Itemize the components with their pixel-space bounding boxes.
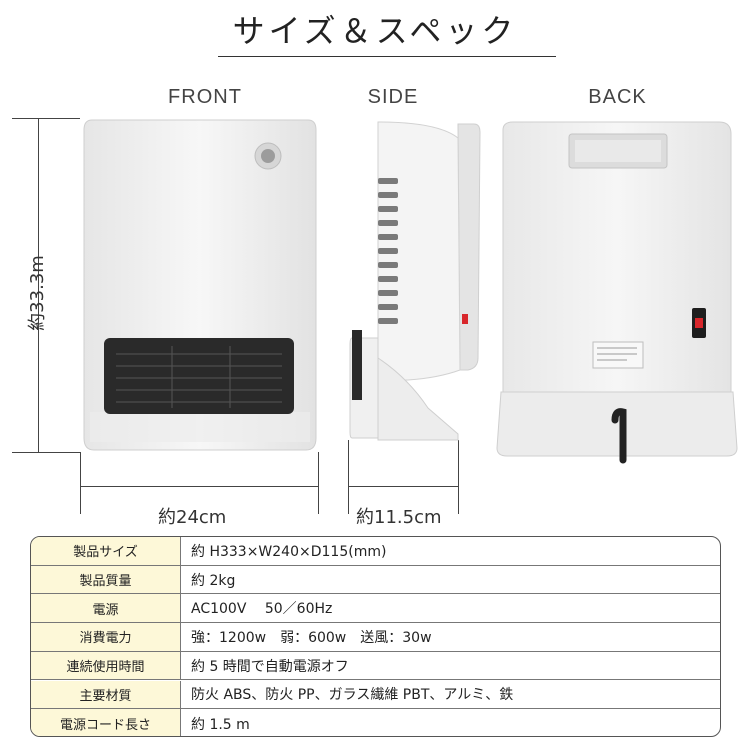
height-dimension-label: 約33.3m (27, 255, 48, 331)
spec-label: 消費電力 (31, 623, 181, 651)
front-grille (104, 338, 294, 414)
back-view-image (496, 121, 738, 464)
spec-row: 主要材質 防火 ABS、防火 PP、ガラス繊維 PBT、アルミ、鉄 (31, 680, 720, 710)
spec-row: 連続使用時間 約 5 時間で自動電源オフ (31, 651, 720, 681)
width-dimension-line (80, 486, 318, 487)
rating-label (592, 341, 644, 369)
spec-label: 主要材質 (31, 680, 181, 709)
side-vent-slots (378, 178, 398, 324)
height-dimension-line (38, 118, 39, 452)
spec-value: 約 H333×W240×D115(mm) (191, 543, 387, 560)
side-view-label: SIDE (367, 86, 419, 108)
spec-label: 電源 (31, 594, 181, 623)
spec-label: 連続使用時間 (31, 651, 181, 680)
spec-value: AC100V 50／60Hz (191, 601, 333, 618)
width-left-tick (80, 452, 81, 514)
depth-left-tick (348, 440, 349, 514)
power-cord (611, 408, 627, 464)
height-bottom-tick (12, 452, 80, 453)
front-view-image (83, 119, 317, 451)
width-right-tick (318, 452, 319, 514)
spec-value: 強：1200w 弱：600w 送風：30w (191, 629, 432, 646)
height-top-tick (12, 118, 80, 119)
spec-value: 約 1.5 m (191, 716, 250, 733)
depth-dimension-line (348, 486, 458, 487)
page-title: サイズ＆スペック (232, 12, 518, 50)
spec-row: 電源コード長さ 約 1.5 m (31, 709, 720, 736)
spec-value: 約 2kg (191, 572, 236, 589)
spec-label: 製品質量 (31, 565, 181, 594)
depth-dimension-label: 約11.5cm (356, 507, 442, 528)
spec-value: 約 5 時間で自動電源オフ (191, 658, 349, 675)
depth-right-tick (458, 440, 459, 514)
spec-table: 製品サイズ 約 H333×W240×D115(mm) 製品質量 約 2kg 電源… (30, 536, 721, 737)
spec-label: 電源コード長さ (31, 709, 181, 736)
front-view-label: FRONT (168, 86, 242, 108)
spec-row: 消費電力 強：1200w 弱：600w 送風：30w (31, 623, 720, 652)
title-underline (218, 56, 556, 57)
spec-label: 製品サイズ (31, 537, 181, 565)
side-view-image (349, 121, 481, 441)
spec-row: 製品質量 約 2kg (31, 565, 720, 595)
spec-row: 電源 AC100V 50／60Hz (31, 594, 720, 624)
spec-value: 防火 ABS、防火 PP、ガラス繊維 PBT、アルミ、鉄 (191, 687, 514, 704)
spec-row: 製品サイズ 約 H333×W240×D115(mm) (31, 537, 720, 566)
width-dimension-label: 約24cm (158, 507, 227, 528)
back-view-label: BACK (588, 86, 647, 108)
